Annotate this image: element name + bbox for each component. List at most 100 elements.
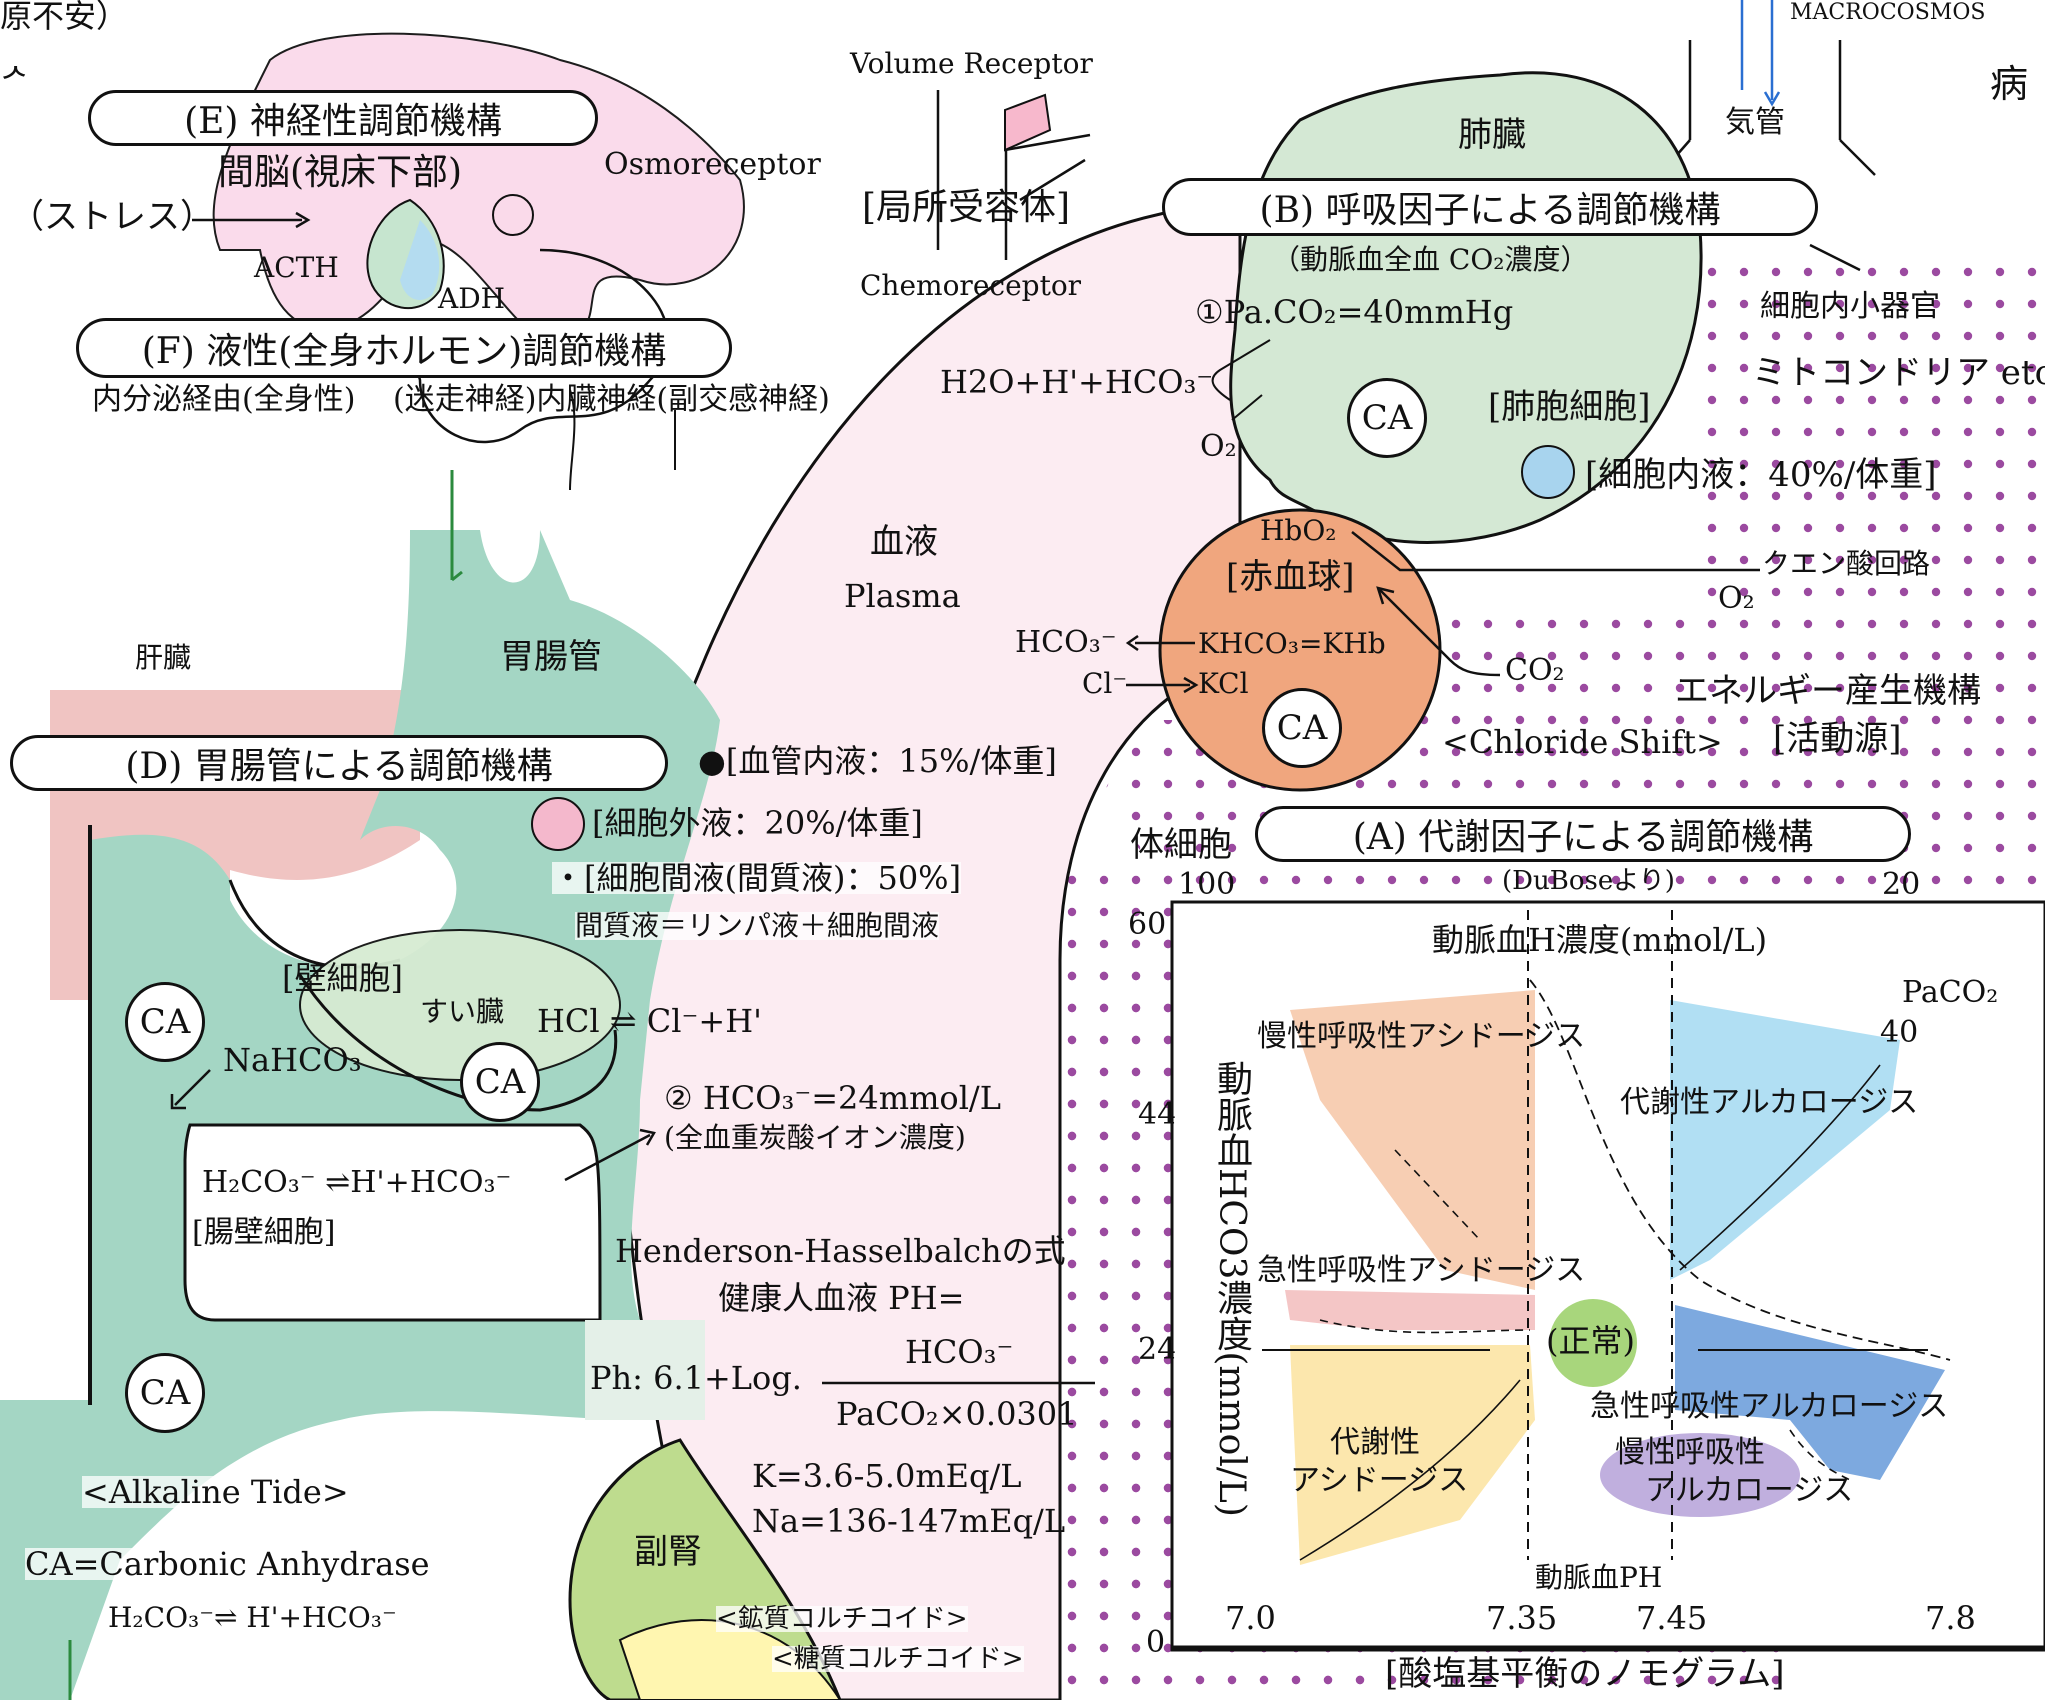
hh-highlight xyxy=(585,1320,705,1420)
intravascular-label: ●[血管内液：15%/体重] xyxy=(698,742,1057,780)
region-acute-resp-acidosis xyxy=(1285,1290,1535,1330)
paco2-value: 40 xyxy=(1880,1015,1919,1050)
nomogram-caption: [酸塩基平衡のノモグラム] xyxy=(1385,1654,1785,1694)
disease-label: 病 xyxy=(1990,62,2029,106)
ca-gi-lower-label: CA xyxy=(139,1373,191,1413)
paco2-eq-label: ①Pa.CO₂=40mmHg xyxy=(1195,293,1514,331)
chloride-shift-label: <Chloride Shift> xyxy=(1442,723,1723,761)
hco3-to-blood-arrowhead xyxy=(639,1128,656,1146)
energy-label: エネルギー産生機構 xyxy=(1675,671,1981,711)
activity-label: [活動源] xyxy=(1773,719,1902,759)
green-nerve-hook xyxy=(451,570,463,582)
metabolic-acidosis-line xyxy=(1299,1379,1521,1561)
nahco3-label: NaHCO₃ xyxy=(223,1041,362,1079)
top-tick-20: 20 xyxy=(1882,867,1921,902)
region-normal xyxy=(1549,1299,1637,1387)
region-metabolic-acidosis-label-2: アシドージス xyxy=(1290,1463,1469,1498)
receptor-diag-1 xyxy=(1004,133,1091,152)
hco3-eq-label: ② HCO₃⁻=24mmol/L xyxy=(664,1079,1001,1117)
receptor-diag-2 xyxy=(1019,158,1086,202)
brain-down-line xyxy=(569,389,576,491)
region-chronic-resp-alkalosis-label-1: 慢性呼吸性 xyxy=(1615,1435,1765,1470)
intestinal-cell-label: [腸壁細胞] xyxy=(192,1215,336,1250)
somatic-cell-dots xyxy=(1060,250,2045,1700)
rbc-co2-line xyxy=(1379,589,1501,677)
cl-arrowhead xyxy=(1183,676,1199,694)
hbo2-label: HbO₂ xyxy=(1260,514,1337,547)
region-acute-resp-acidosis-label: 急性呼吸性アシドージス xyxy=(1257,1253,1586,1288)
o2-rbc-label: O₂ xyxy=(1718,581,1755,616)
x-tick-745: 7.45 xyxy=(1636,1599,1708,1637)
region-metabolic-acidosis xyxy=(1290,1345,1535,1565)
mechanism-e-box: (E) 神経性調節機構 xyxy=(88,90,598,146)
vagus-route-label: (迷走神経)内臓神経(副交感神経) xyxy=(393,382,830,417)
intracellular-fluid-label: [細胞内液：40%/体重] xyxy=(1585,455,1937,495)
osmoreceptor-label: Osmoreceptor xyxy=(604,147,821,182)
x-tick-735: 7.35 xyxy=(1486,1599,1558,1637)
region-acute-resp-alkalosis xyxy=(1675,1305,1945,1480)
lung-to-organelle xyxy=(1809,243,1861,272)
k-range-label: K=3.6-5.0mEq/L xyxy=(752,1457,1022,1495)
y-tick-0: 0 xyxy=(1146,1625,1166,1660)
nomogram-source: (DuBoseより) xyxy=(1502,866,1675,896)
mechanism-f-label: (F) 液性(全身ホルモン)調節機構 xyxy=(141,331,667,372)
ecf-circle xyxy=(531,797,585,851)
chemoreceptor-label: Chemoreceptor xyxy=(860,269,1082,302)
alkaline-tide-label: <Alkaline Tide> xyxy=(82,1473,349,1511)
hh-healthy-label: 健康人血液 PH= xyxy=(718,1279,965,1317)
acth-label: ACTH xyxy=(254,251,339,284)
region-metabolic-alkalosis xyxy=(1670,1000,1900,1280)
local-receptor-label: [局所受容体] xyxy=(862,187,1071,228)
top-left-fragment: 原不安） xyxy=(0,0,129,35)
y-tick-44: 44 xyxy=(1138,1097,1177,1132)
nahco3-arrow xyxy=(174,1069,211,1106)
pituitary-blue xyxy=(400,220,440,300)
hcl-eq-label: HCl ⇌ Cl⁻+H' xyxy=(537,1002,762,1040)
mechanism-b-box: (B) 呼吸因子による調節機構 xyxy=(1162,178,1818,236)
x-tick-70: 7.0 xyxy=(1225,1599,1276,1637)
mechanism-d-label: (D) 胃腸管による調節機構 xyxy=(125,746,553,787)
mechanism-e-label: (E) 神経性調節機構 xyxy=(184,101,502,142)
region-chronic-resp-alkalosis xyxy=(1600,1433,1800,1517)
stress-arrowhead xyxy=(295,211,311,229)
parietal-cell-label: [壁細胞] xyxy=(282,959,403,997)
mechanism-a-label: (A) 代謝因子による調節機構 xyxy=(1352,817,1814,858)
x-axis-title: 動脈血PH xyxy=(1535,1561,1663,1594)
region-chronic-resp-acidosis xyxy=(1290,990,1535,1290)
y-tick-60: 60 xyxy=(1128,907,1167,942)
top-tick-100: 100 xyxy=(1178,867,1236,902)
edge-char: ᄼ xyxy=(0,62,32,102)
ca-pancreas: CA xyxy=(460,1042,540,1122)
interstitial-def-label: 間質液＝リンパ液＋細胞間液 xyxy=(575,909,940,942)
region-normal-label: (正常) xyxy=(1546,1322,1635,1360)
y-tick-24: 24 xyxy=(1138,1332,1177,1367)
region-metabolic-alkalosis-label: 代謝性アルカロージス xyxy=(1620,1085,1919,1120)
rbc-label: [赤血球] xyxy=(1226,557,1355,597)
ca-rbc-label: CA xyxy=(1276,708,1328,748)
paco2-40-curve xyxy=(1529,979,1951,1361)
alveolar-cell-label: [肺胞細胞] xyxy=(1488,387,1651,427)
mechanism-f-box: (F) 液性(全身ホルモン)調節機構 xyxy=(76,318,732,378)
hco3-rbc-label: HCO₃⁻ xyxy=(1015,625,1117,660)
somatic-cell-dots-bottom xyxy=(1180,1650,1800,1700)
glucocorticoid-label: <糖質コルチコイド> xyxy=(772,1644,1024,1674)
co2-conc-label: （動脈血全血 CO₂濃度） xyxy=(1272,243,1589,276)
ca-lung-label: CA xyxy=(1361,398,1413,438)
region-acute-resp-alkalosis-label: 急性呼吸性アルカロージス xyxy=(1590,1389,1949,1424)
rbc-co2-arrowhead xyxy=(1376,586,1395,605)
mineralocorticoid-label: <鉱質コルチコイド> xyxy=(716,1604,968,1634)
trachea-right-branch xyxy=(1839,139,1876,176)
top-axis-title: 動脈血H濃度(mmol/L) xyxy=(1432,921,1768,959)
mechanism-a-box: (A) 代謝因子による調節機構 xyxy=(1255,806,1911,862)
hh-ph-label: Ph: 6.1+Log. xyxy=(590,1359,802,1397)
ca-lung: CA xyxy=(1347,378,1427,458)
paco2-label: PaCO₂ xyxy=(1902,975,1999,1010)
co2-arrow xyxy=(1211,339,1271,401)
chronic-alk-line xyxy=(1789,1429,1851,1481)
cl-label: Cl⁻ xyxy=(1082,667,1128,700)
interstitial-label: ・[細胞間液(間質液)：50%] xyxy=(552,859,962,897)
hh-title-label: Henderson-Hasselbalchの式 xyxy=(615,1232,1066,1270)
mechanism-b-label: (B) 呼吸因子による調節機構 xyxy=(1259,190,1721,231)
macrocosmos-label: MACROCOSMOS xyxy=(1790,0,1986,25)
osmo-circle xyxy=(492,194,534,236)
